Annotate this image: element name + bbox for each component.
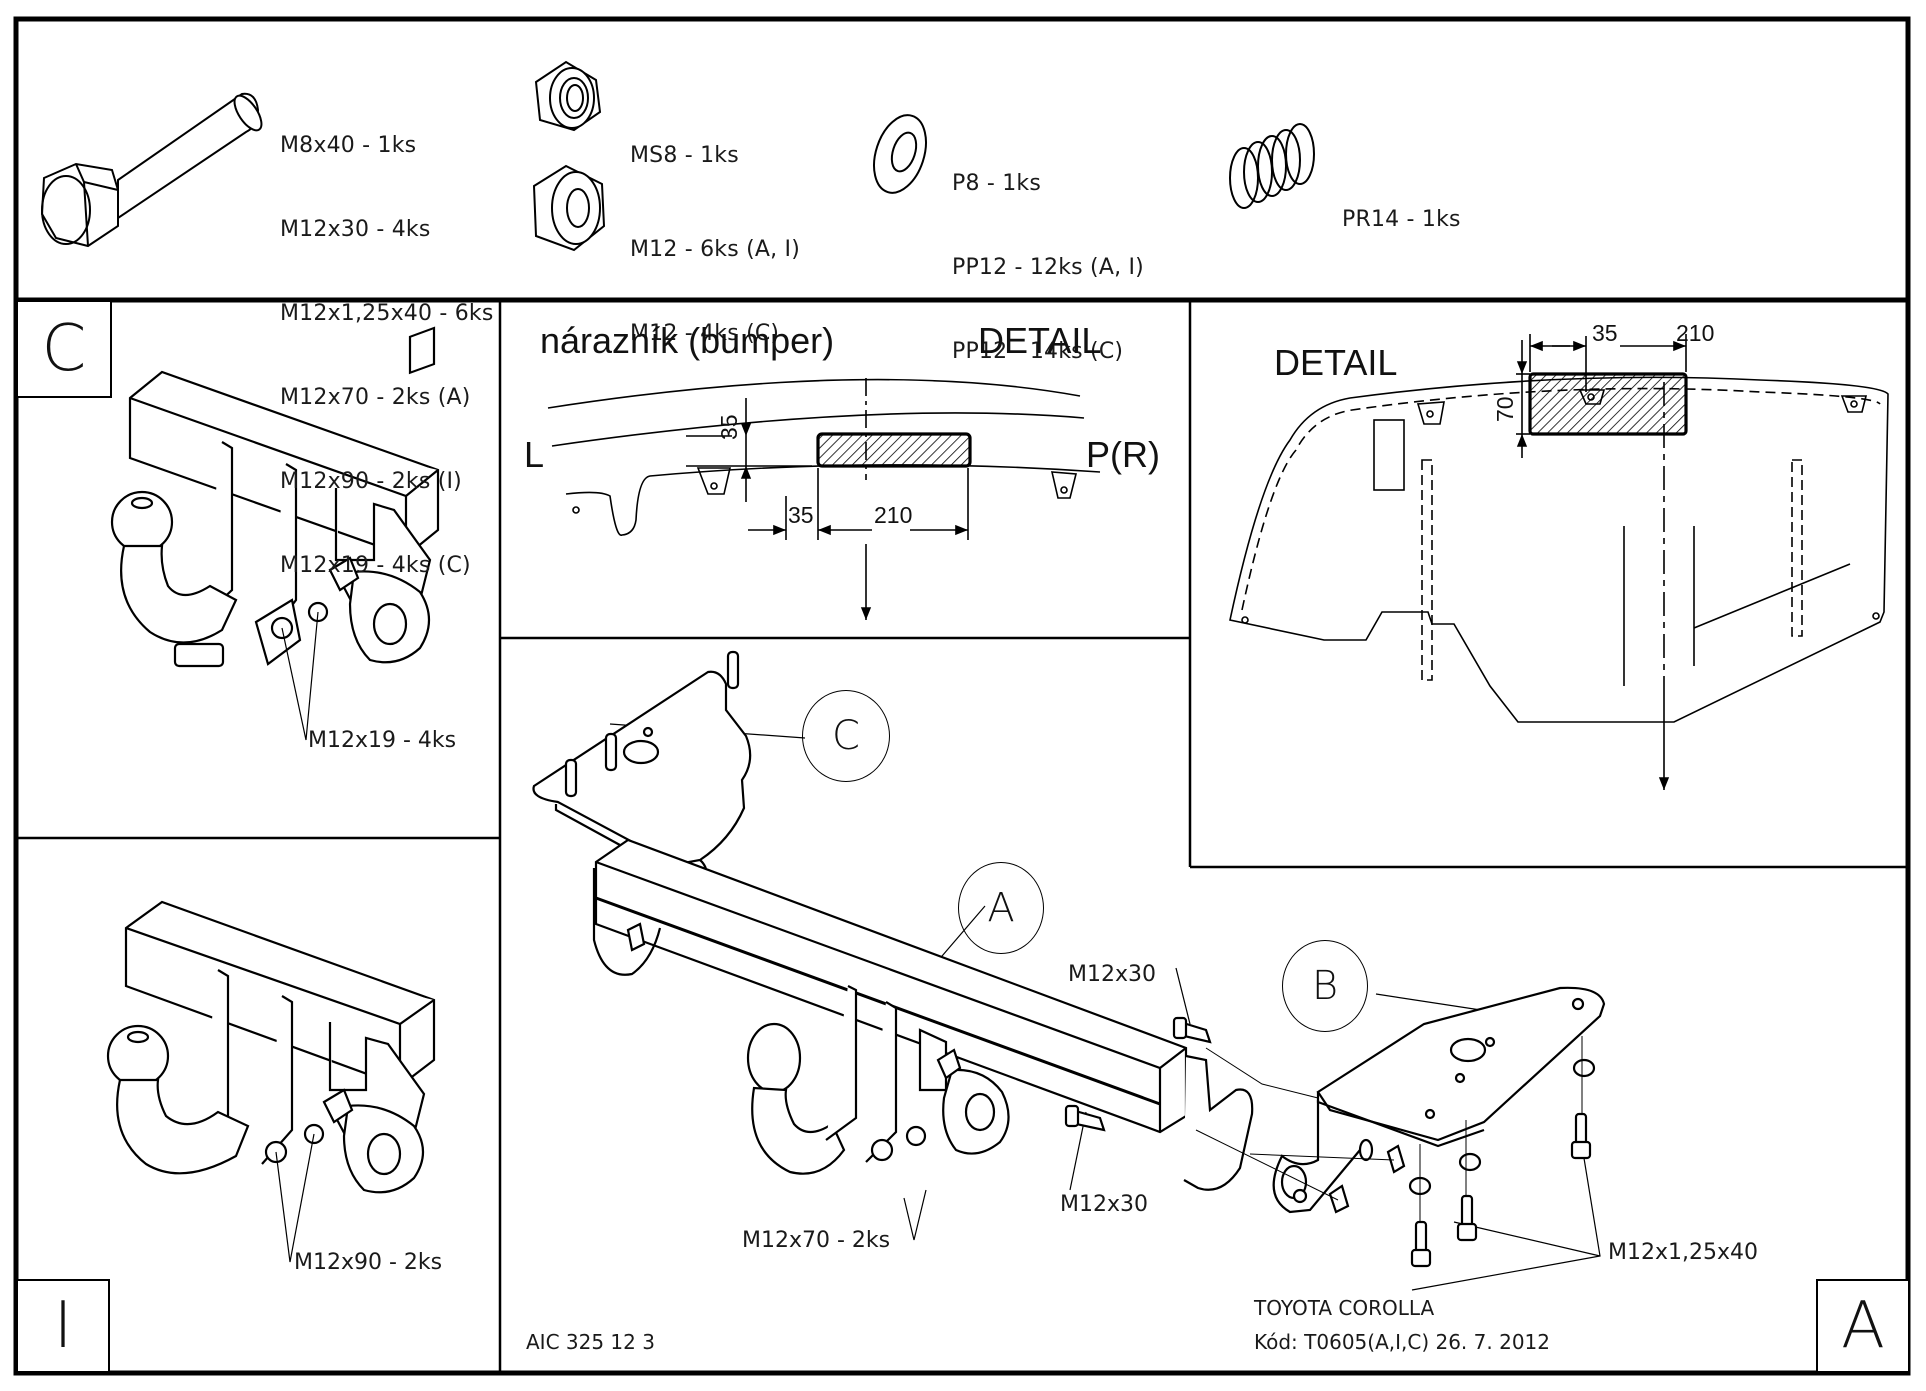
bumper-detail-drawing [547,378,1101,620]
frame [13,16,1911,1376]
washer-item: P8 - 1ks [952,171,1041,196]
nut-icon [532,164,606,252]
vehicle-name: TOYOTA COROLLA [1254,1296,1435,1320]
towbar-variant-c-drawing [110,326,440,668]
washer-list: P8 - 1ks PP12 - 12ks (A, I) PP12 - 14ks … [952,114,1144,394]
variant-i-bolt-callout: M12x90 - 2ks [294,1250,443,1275]
variant-a-bottom-bolt-callout: M12x30 [1060,1192,1148,1217]
bumper-dim-height: 35 [716,414,742,440]
bumper-dim-offset: 35 [788,502,814,528]
right-side-label: P(R) [1086,434,1160,475]
lock-nut-list: MS8 - 1ks [630,86,739,198]
assembly-a-drawing [532,650,1606,1268]
bolt-item: M12x30 - 4ks [280,217,431,242]
nut-list: M12 - 6ks (A, I) M12 - 4ks (C) [630,180,800,376]
washer-item: PP12 - 12ks (A, I) [952,255,1144,280]
left-side-label: L [524,434,545,475]
bolt-item: M12x19 - 4ks (C) [280,553,471,578]
towbar-variant-i-drawing [106,900,436,1194]
spring-icon [1229,123,1315,209]
lock-nut-icon [534,60,602,132]
bolt-item: M12x70 - 2ks (A) [280,385,471,410]
lock-nut-item: MS8 - 1ks [630,143,739,168]
plan-detail-drawing [1229,334,1889,790]
plan-detail-label: DETAIL [1274,342,1398,383]
spring-list: PR14 - 1ks [1342,150,1461,262]
plan-dim-height: 70 [1492,396,1518,422]
variant-a-label: A [1816,1279,1910,1373]
washer-icon [873,114,927,194]
bumper-dim-width: 210 [874,502,913,528]
nut-item: M12 - 4ks (C) [630,321,780,346]
part-a-bubble: A [958,862,1044,954]
leader-lines [275,611,1601,1291]
bolt-item: M12x90 - 2ks (I) [280,469,462,494]
part-c-bubble: C [802,690,890,782]
variant-a-top-bolt-callout: M12x30 [1068,962,1156,987]
variant-c-label: C [16,300,112,398]
nut-item: M12 - 6ks (A, I) [630,237,800,262]
part-b-bubble: B [1282,940,1368,1032]
bumper-title: nárazník (bumper) [540,320,835,361]
variant-a-ball-bolt-callout: M12x70 - 2ks [742,1228,891,1253]
bolt-list: M8x40 - 1ks M12x30 - 4ks M12x1,25x40 - 6… [280,76,494,608]
bolt-item: M12x1,25x40 - 6ks [280,301,494,326]
spring-item: PR14 - 1ks [1342,207,1461,232]
bolt-icon [40,92,263,248]
bolt-item: M8x40 - 1ks [280,133,417,158]
drawing-number: AIC 325 12 3 [526,1330,655,1354]
product-code-date: Kód: T0605(A,I,C) 26. 7. 2012 [1254,1330,1550,1354]
plan-dim-offset: 35 [1592,320,1618,346]
bumper-detail-label: DETAIL [978,320,1102,361]
variant-c-bolt-callout: M12x19 - 4ks [308,728,457,753]
variant-i-label: I [16,1279,110,1373]
plan-dim-width: 210 [1676,320,1715,346]
bracket-bolts-callout: M12x1,25x40 [1608,1240,1758,1265]
washer-item: PP12 - 14ks (C) [952,339,1124,364]
